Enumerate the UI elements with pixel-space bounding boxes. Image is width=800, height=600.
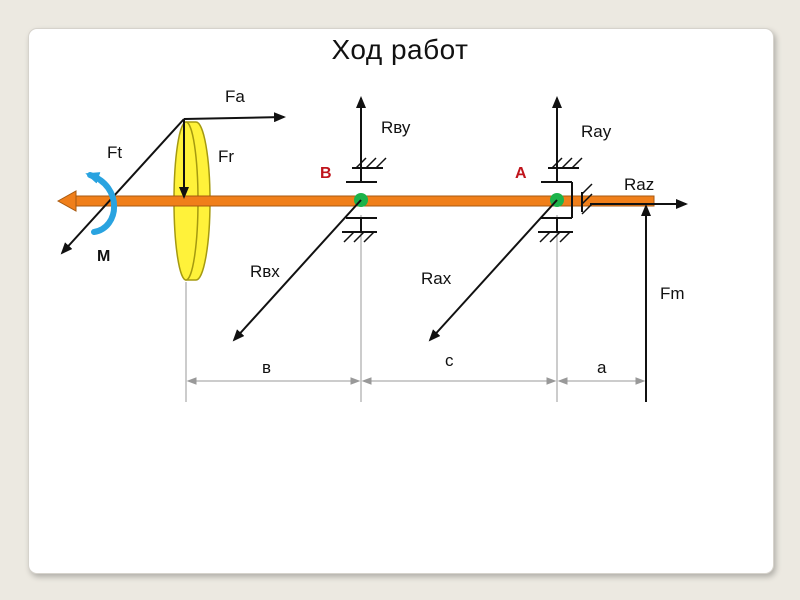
label-ft: Ft [107, 143, 122, 162]
label-fm: Fm [660, 284, 685, 303]
dim-a-arrow-right [635, 377, 646, 385]
shaft-arrow-tip [56, 190, 77, 212]
label-point-a: A [515, 165, 527, 182]
dim-c-arrow-left [361, 377, 372, 385]
bearing-b [342, 157, 387, 243]
dim-b-arrow-right [350, 377, 361, 385]
label-dim-a: а [597, 358, 607, 377]
label-rby: Rву [381, 118, 411, 137]
bearing-b-hatch [343, 157, 387, 243]
label-rax: Rax [421, 269, 452, 288]
label-rbx: Rвх [250, 262, 280, 281]
label-fa: Fa [225, 87, 245, 106]
dim-b-arrow-left [186, 377, 197, 385]
slide-title: Ход работ [331, 34, 469, 65]
dimension-reference-lines [185, 215, 558, 402]
dim-a-arrow-left [557, 377, 568, 385]
label-raz: Raz [624, 175, 654, 194]
label-dim-b: в [262, 358, 271, 377]
label-ray: Ray [581, 122, 612, 141]
force-rax-arrow [428, 199, 558, 342]
label-fr: Fr [218, 147, 234, 166]
force-ft-arrow [60, 118, 185, 255]
label-m: M [97, 248, 110, 265]
force-arrows [60, 96, 688, 402]
force-fa-arrow [183, 112, 286, 123]
label-dim-c: с [445, 351, 454, 370]
dimension-arrows [186, 377, 646, 385]
force-rbx-arrow [232, 199, 362, 342]
dim-c-arrow-right [546, 377, 557, 385]
label-point-b: B [320, 165, 332, 182]
moment-m-arrow [85, 172, 117, 235]
slide-card [28, 28, 774, 574]
